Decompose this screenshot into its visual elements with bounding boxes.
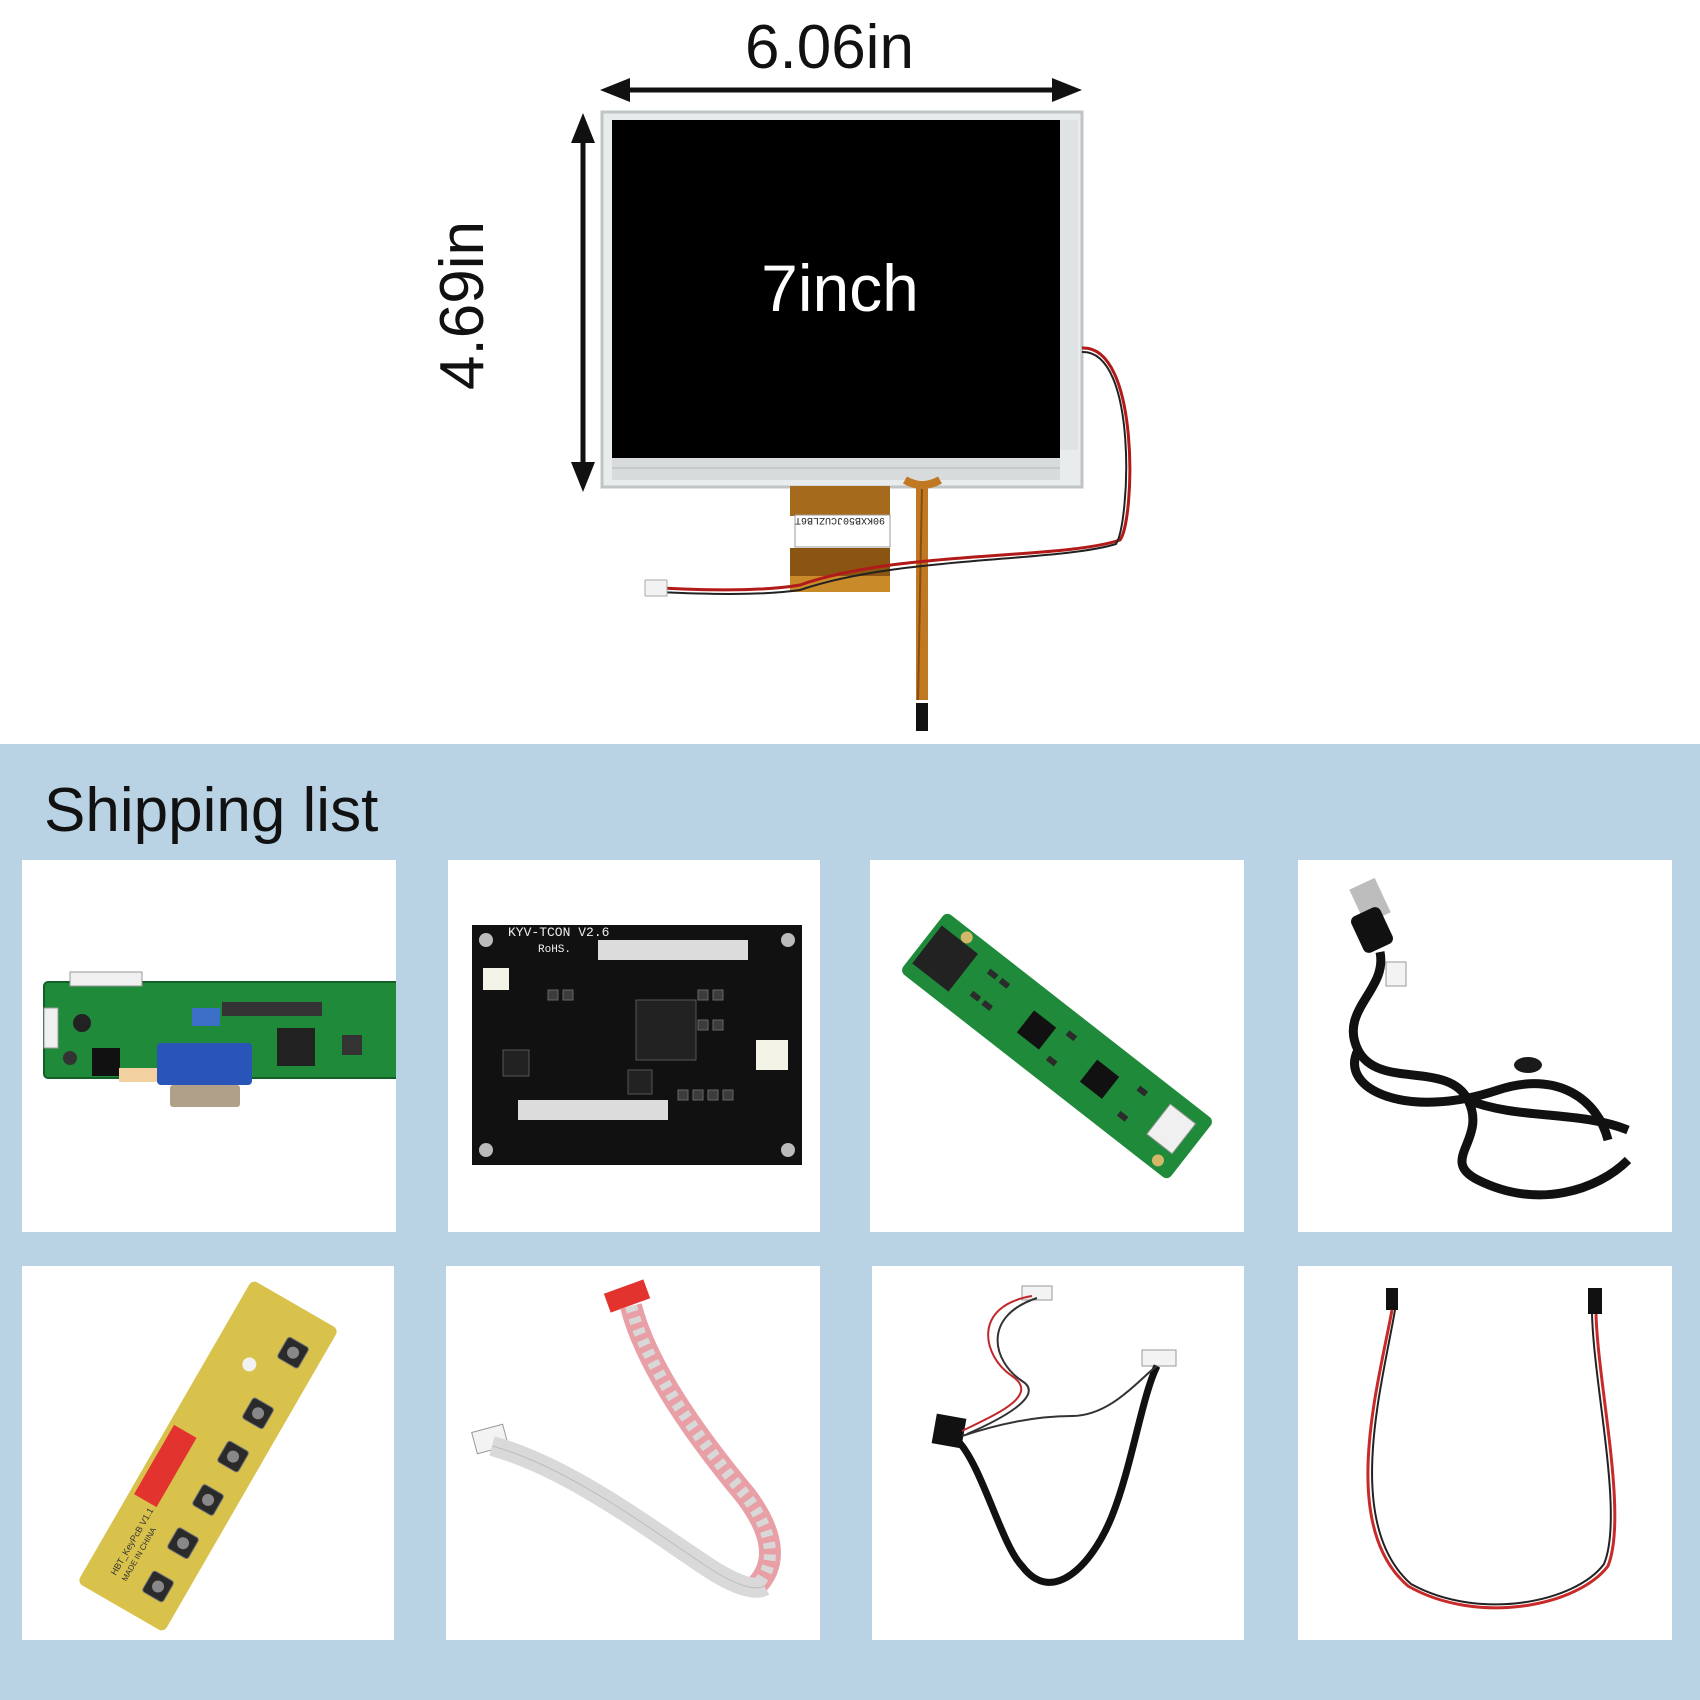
screen-size-label: 7inch: [761, 251, 919, 325]
backlight-wire: [644, 346, 1132, 597]
shipping-item-touch-controller: [870, 860, 1244, 1232]
hero-section: 6.06in 4.69in 7inch 90KXB50JCUZLB6T: [0, 0, 1700, 744]
red-black-wire-icon: [1366, 1288, 1617, 1610]
screen: [612, 120, 1060, 458]
touch-flex-cable: [902, 476, 942, 731]
lvds-cable-icon: [931, 1285, 1177, 1586]
shipping-item-controller-board: [22, 860, 396, 1232]
tcon-rohs-label: RoHS.: [538, 944, 571, 956]
usb-cable-icon: [1348, 877, 1632, 1200]
touch-controller-board-icon: [902, 913, 1212, 1179]
width-arrow: [600, 78, 1082, 102]
shipping-item-tcon-board: KYV-TCON V2.6 RoHS.: [448, 860, 820, 1232]
shipping-item-lvds-cable: [872, 1266, 1244, 1640]
height-arrow: [571, 113, 595, 492]
shipping-item-ribbon-cable: [446, 1266, 820, 1640]
tcon-board-label: KYV-TCON V2.6: [508, 925, 609, 940]
shipping-list-title: Shipping list: [44, 776, 379, 845]
ribbon-cable-icon: [471, 1279, 781, 1598]
shipping-item-wire-harness: [1298, 1266, 1672, 1640]
lcd-panel-illustration: [571, 78, 1132, 731]
keypad-board-icon: HBT_KeyPcB V1.1 MADE IN CHINA: [79, 1281, 337, 1631]
tcon-board-icon: KYV-TCON V2.6 RoHS.: [472, 925, 802, 1165]
lcd-controller-board-icon: [43, 971, 396, 1107]
fpc-connector: [790, 486, 891, 592]
serial-label: 90KXB50JCUZLB6T: [794, 514, 885, 525]
shipping-item-keypad-board: HBT_KeyPcB V1.1 MADE IN CHINA: [22, 1266, 394, 1640]
width-label: 6.06in: [745, 13, 914, 82]
shipping-item-usb-cable: [1298, 860, 1672, 1232]
height-label: 4.69in: [427, 221, 497, 390]
